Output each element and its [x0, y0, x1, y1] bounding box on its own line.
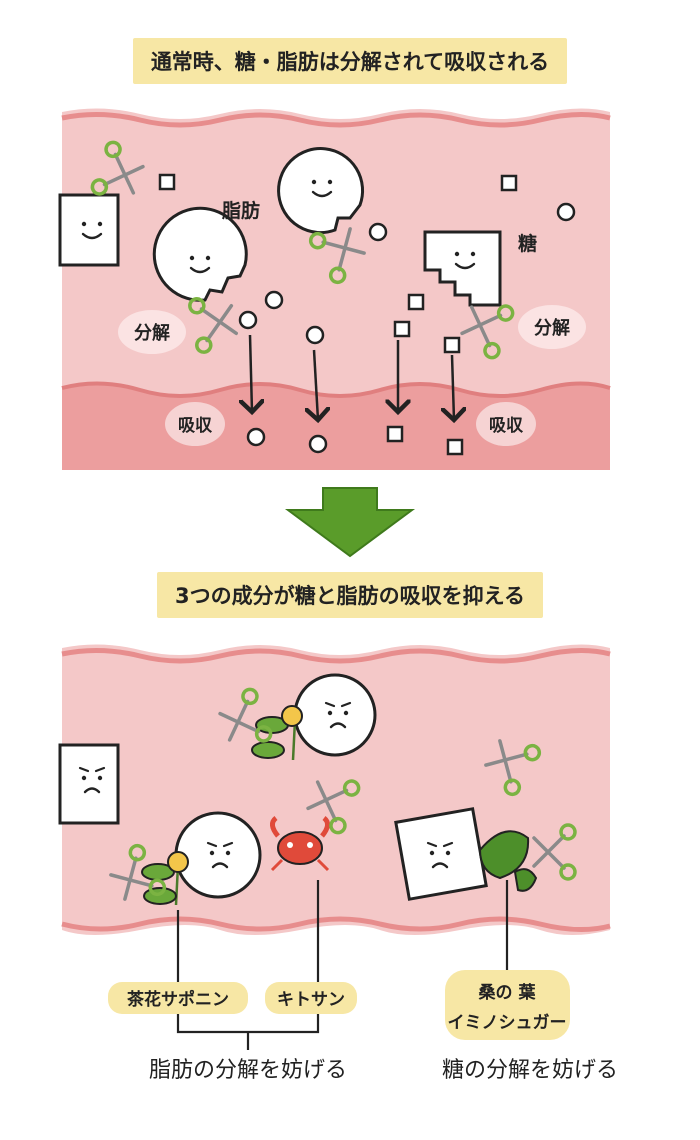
tea-flower-icon — [251, 705, 303, 761]
leader-lines — [176, 880, 509, 1050]
fat-block-text: 脂肪の分解を妨げる — [149, 1058, 347, 1083]
fat-circle-bitten-middle — [277, 147, 365, 235]
tea-saponin-label: 茶花サポニン — [127, 989, 229, 1010]
top-band-wave — [61, 111, 611, 128]
absorb-label-right: 吸収 — [489, 416, 524, 436]
mulberry-label-line1: 桑の 葉 — [479, 982, 537, 1003]
decompose-label-left: 分解 — [134, 322, 170, 344]
sugar-square-worried-right — [394, 807, 488, 901]
fat-circle-worried-top — [293, 673, 377, 757]
sugar-square-stair — [423, 230, 502, 307]
fat-fragments — [238, 222, 388, 454]
absorb-label-left: 吸収 — [178, 416, 213, 436]
sugar-label: 糖 — [518, 232, 537, 255]
sugar-fragments — [158, 173, 518, 456]
mulberry-leaf-icon — [478, 830, 538, 892]
top-caption: 通常時、糖・脂肪は分解されて吸収される — [0, 38, 700, 84]
top-intestine-panel: 脂肪 糖 分解 分解 吸収 吸収 — [58, 108, 611, 470]
top-band-light — [62, 108, 610, 470]
fat-circle-worried-bottom — [174, 811, 262, 899]
sugar-square-left — [58, 193, 120, 267]
absorption-arrows — [250, 334, 454, 420]
sugar-square-worried-left — [58, 743, 120, 825]
mulberry-label-line2: イミノシュガー — [448, 1013, 567, 1033]
sugar-block-text: 糖の分解を妨げる — [442, 1058, 618, 1083]
fat-label: 脂肪 — [222, 199, 260, 222]
down-arrow-icon — [284, 487, 416, 558]
bottom-caption: 3つの成分が糖と脂肪の吸収を抑える — [0, 572, 700, 618]
chitosan-label: キトサン — [277, 990, 345, 1010]
bottom-intestine-panel — [58, 644, 611, 935]
crab-icon — [270, 816, 330, 872]
decompose-label-right: 分解 — [534, 317, 570, 339]
